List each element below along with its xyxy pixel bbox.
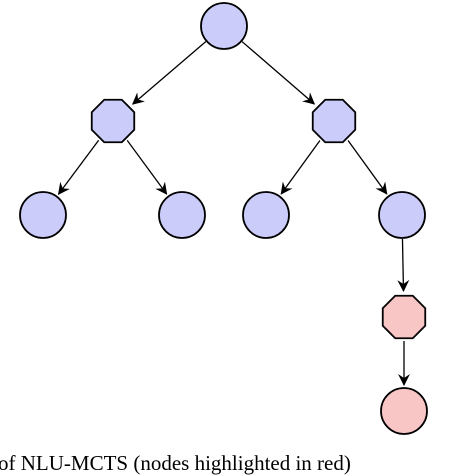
node-left-mid	[90, 98, 136, 144]
node-highlighted-circle	[380, 387, 428, 435]
node-right-mid	[311, 98, 357, 144]
edge-right-mid-to-leaf-3	[280, 140, 321, 195]
edge-leaf-4-to-highlighted-octagon	[397, 238, 410, 292]
edge-left-mid-to-leaf-2	[126, 139, 168, 195]
edge-root-to-left-mid	[131, 41, 207, 105]
node-root	[200, 2, 248, 50]
node-leaf-4	[378, 191, 426, 239]
edges	[57, 41, 410, 386]
node-leaf-2	[158, 191, 206, 239]
node-leaf-3	[242, 191, 290, 239]
node-highlighted-octagon	[381, 294, 427, 340]
nodes	[19, 2, 428, 435]
edge-right-mid-to-leaf-4	[347, 140, 388, 195]
figure-caption: of NLU-MCTS (nodes highlighted in red)	[0, 451, 351, 475]
edge-root-to-right-mid	[241, 41, 316, 105]
edge-left-mid-to-leaf-1	[57, 139, 100, 195]
node-leaf-1	[19, 191, 67, 239]
